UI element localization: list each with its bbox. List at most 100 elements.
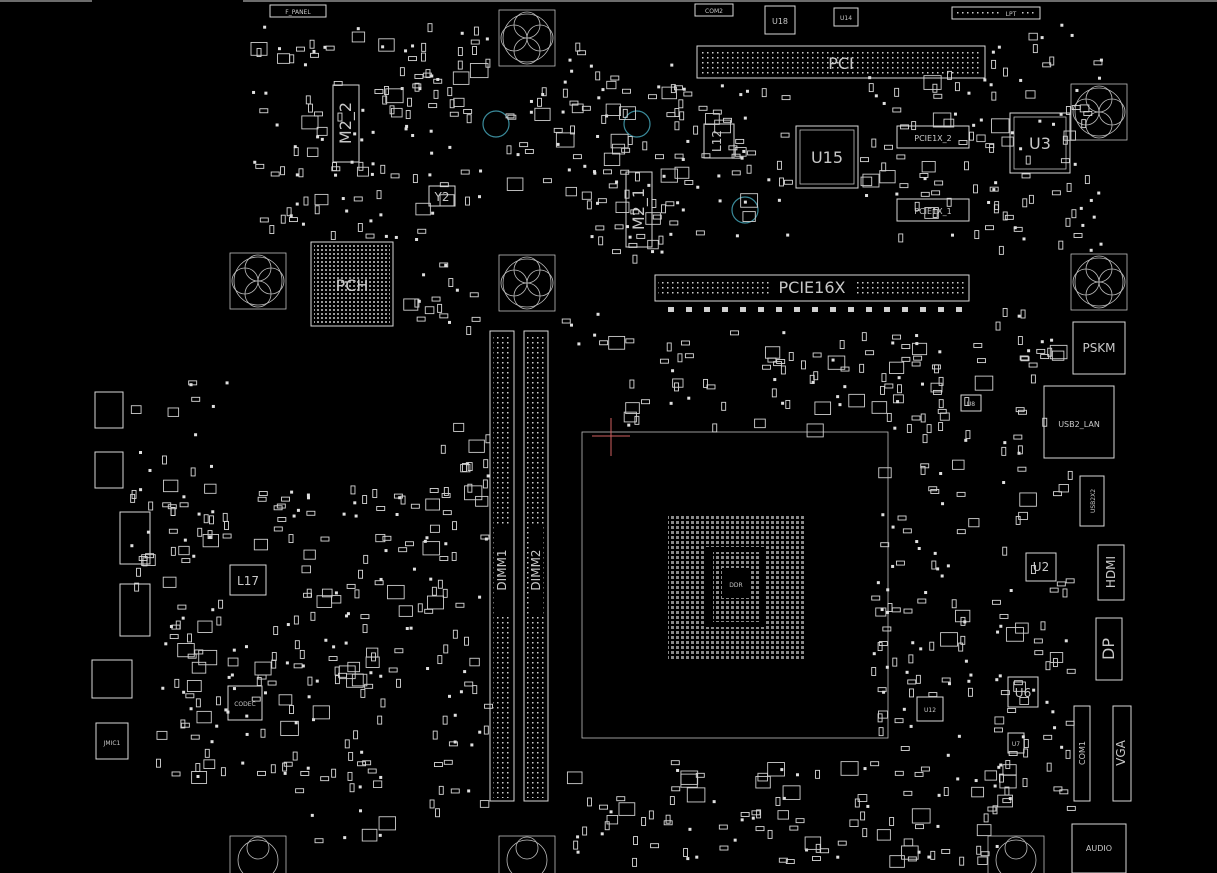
smd-part xyxy=(411,44,415,48)
smd-part xyxy=(620,169,630,175)
smd-part xyxy=(920,191,930,197)
smd-part xyxy=(425,498,441,511)
smd-part xyxy=(563,80,567,84)
smd-part xyxy=(991,599,1001,605)
smd-part xyxy=(863,767,867,771)
smd-part xyxy=(216,616,222,626)
smd-part xyxy=(534,107,551,121)
svg-text:U12: U12 xyxy=(924,707,936,714)
smd-part xyxy=(190,734,200,740)
smd-part xyxy=(382,535,392,541)
smd-part xyxy=(1018,409,1027,415)
smd-part xyxy=(987,200,991,204)
svg-text:M2_2: M2_2 xyxy=(336,102,356,144)
smd-part xyxy=(909,688,914,698)
svg-text:COM1: COM1 xyxy=(1078,741,1087,765)
smd-part xyxy=(367,768,377,774)
smd-part xyxy=(680,773,698,788)
smd-part xyxy=(624,189,630,199)
smd-part xyxy=(440,444,446,454)
smd-part xyxy=(439,262,449,268)
smd-part xyxy=(308,103,313,113)
smd-part xyxy=(428,173,432,177)
smd-part xyxy=(346,583,356,589)
smd-part xyxy=(306,588,312,598)
smd-part xyxy=(712,423,718,433)
smd-part xyxy=(423,539,427,543)
smd-part xyxy=(994,201,1000,211)
smd-part xyxy=(812,856,821,861)
smd-part xyxy=(1009,588,1013,592)
smd-part xyxy=(628,242,638,248)
smd-part xyxy=(983,813,989,823)
smd-part xyxy=(354,514,358,518)
smd-part xyxy=(388,667,398,673)
smd-part xyxy=(485,434,491,444)
smd-part xyxy=(232,687,236,691)
smd-part xyxy=(1051,350,1065,361)
smd-part xyxy=(1051,710,1055,714)
smd-part xyxy=(1032,688,1036,692)
smd-part xyxy=(194,649,204,655)
smd-part xyxy=(915,342,919,346)
smd-part xyxy=(989,143,995,153)
smd-part xyxy=(1097,191,1101,195)
smd-part xyxy=(314,205,320,215)
smd-part xyxy=(169,625,173,629)
smd-part xyxy=(934,180,944,186)
smd-part xyxy=(755,826,765,832)
smd-part xyxy=(666,342,672,352)
via-hole xyxy=(482,110,510,138)
smd-part xyxy=(256,48,262,57)
smd-part xyxy=(767,829,773,839)
smd-part xyxy=(353,132,357,136)
smd-part xyxy=(189,707,193,711)
smd-part xyxy=(596,134,600,138)
svg-text:DP: DP xyxy=(1099,638,1118,660)
smd-part xyxy=(170,507,176,516)
smd-part xyxy=(269,225,275,234)
smd-part xyxy=(695,230,705,236)
l12-inductor: L12 xyxy=(703,123,735,159)
u12-chip: U12 xyxy=(916,696,944,722)
smd-part xyxy=(781,401,785,405)
smd-part xyxy=(384,234,388,238)
smd-part xyxy=(301,565,312,574)
smd-part xyxy=(670,760,680,766)
smd-part xyxy=(332,162,337,172)
smd-part xyxy=(911,641,915,645)
smd-part xyxy=(270,764,276,774)
smd-part xyxy=(924,591,928,595)
smd-part xyxy=(289,705,294,714)
smd-part xyxy=(938,399,944,409)
smd-part xyxy=(1025,90,1036,99)
smd-part xyxy=(516,153,520,157)
smd-part xyxy=(861,332,867,342)
smd-part xyxy=(928,692,938,698)
smd-part xyxy=(762,364,771,370)
smd-part xyxy=(836,395,840,399)
svg-text:DIMM2: DIMM2 xyxy=(529,549,543,590)
smd-part xyxy=(180,719,186,729)
smd-part xyxy=(467,789,471,793)
smd-part xyxy=(190,467,196,477)
smd-part xyxy=(951,599,957,609)
smd-part xyxy=(719,845,729,851)
smd-part xyxy=(627,423,631,427)
smd-part xyxy=(731,170,741,176)
smd-part xyxy=(437,655,443,665)
smd-part xyxy=(964,438,968,442)
smd-part xyxy=(957,734,961,738)
smd-part xyxy=(225,381,229,385)
smd-part xyxy=(941,677,951,683)
smd-part xyxy=(734,147,747,157)
smd-part xyxy=(460,31,464,35)
smd-part xyxy=(728,145,738,151)
smd-part xyxy=(695,772,705,778)
smd-part xyxy=(1040,340,1044,344)
smd-part xyxy=(686,857,690,861)
smd-part xyxy=(917,850,921,854)
u3-chip: U3 xyxy=(1009,112,1071,174)
svg-text:U2: U2 xyxy=(1033,560,1049,574)
smd-part xyxy=(1027,349,1031,353)
